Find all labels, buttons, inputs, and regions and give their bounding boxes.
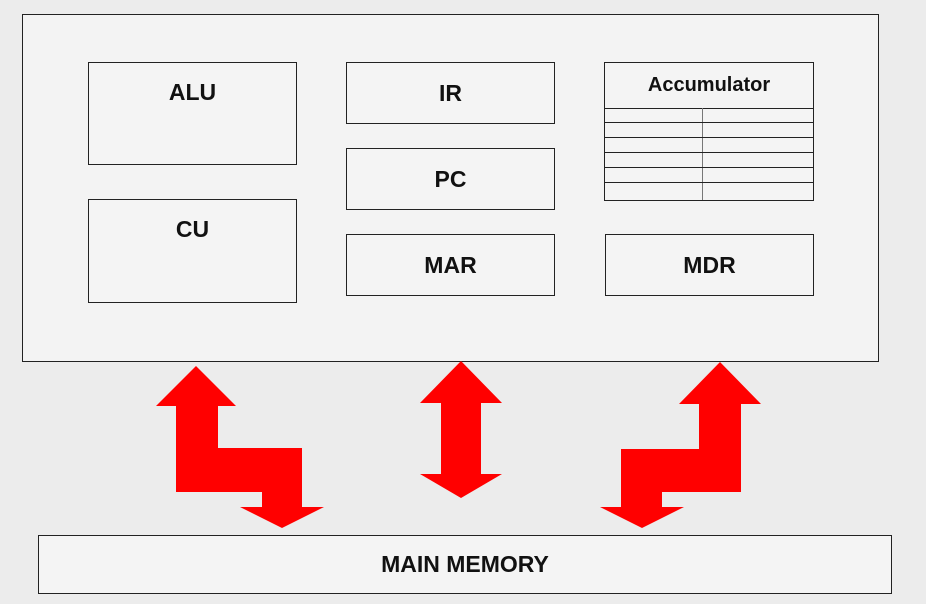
accumulator-grid-line (605, 122, 813, 123)
accumulator-box: Accumulator (604, 62, 814, 201)
ir-box: IR (346, 62, 555, 124)
cu-box: CU (88, 199, 297, 303)
accumulator-label: Accumulator (605, 63, 813, 109)
main-memory-label: MAIN MEMORY (381, 551, 549, 577)
accumulator-grid-line (605, 167, 813, 168)
mdr-box: MDR (605, 234, 814, 296)
mar-box: MAR (346, 234, 555, 296)
right-double-arrow (600, 362, 761, 528)
center-double-arrow (420, 361, 502, 498)
accumulator-grid-divider (702, 108, 703, 200)
ir-label: IR (439, 79, 462, 106)
accumulator-grid-line (605, 137, 813, 138)
alu-label: ALU (168, 79, 217, 105)
cu-label: CU (175, 216, 210, 242)
accumulator-register-grid (605, 108, 813, 200)
left-double-arrow (156, 366, 324, 528)
pc-label: PC (434, 165, 467, 192)
mar-label: MAR (424, 251, 477, 278)
pc-box: PC (346, 148, 555, 210)
alu-box: ALU (88, 62, 297, 165)
accumulator-grid-line (605, 182, 813, 183)
accumulator-grid-line (605, 152, 813, 153)
mdr-label: MDR (683, 251, 736, 278)
main-memory-box: MAIN MEMORY (38, 535, 892, 594)
